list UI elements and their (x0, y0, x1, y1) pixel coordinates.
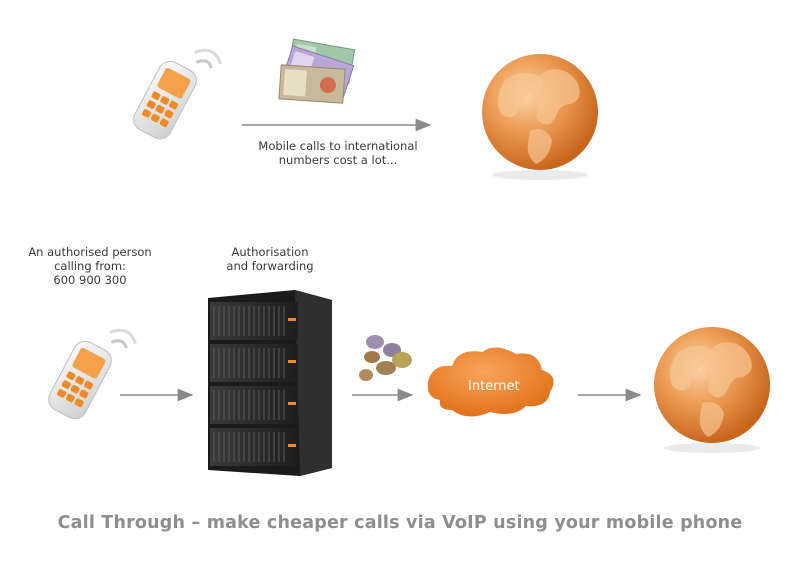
globe-icon (482, 54, 598, 180)
mobile-phone-icon (48, 328, 137, 420)
globe-icon (654, 327, 770, 453)
server-label: Authorisation and forwarding (226, 245, 314, 273)
coins-icon (359, 335, 412, 381)
caller-label: An authorised person calling from: 600 9… (28, 245, 152, 287)
page-caption: Call Through – make cheaper calls via Vo… (57, 513, 743, 533)
banknotes-icon (278, 38, 356, 104)
top-arrow-caption: Mobile calls to international numbers co… (258, 139, 418, 167)
mobile-phone-icon (133, 48, 222, 140)
internet-label: Internet (468, 379, 520, 394)
server-rack-icon (208, 290, 332, 476)
internet-cloud-icon (427, 347, 554, 417)
